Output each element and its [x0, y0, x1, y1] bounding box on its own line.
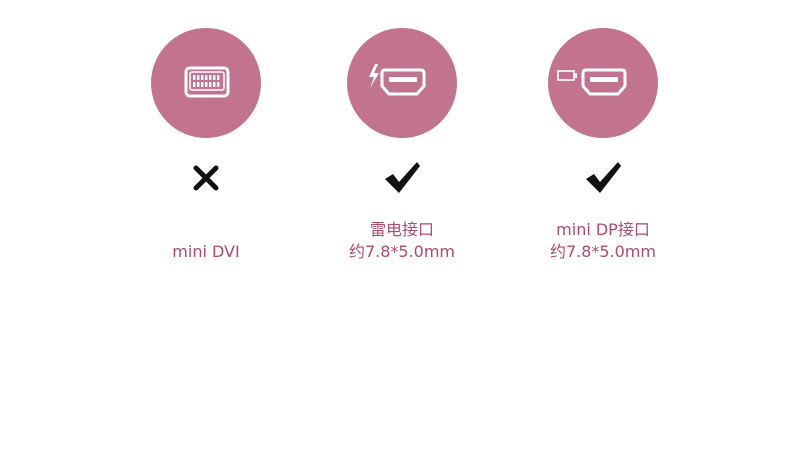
mini-displayport-port-icon [557, 68, 627, 96]
mini-dvi-port-icon [184, 66, 230, 98]
port-circle [151, 28, 261, 138]
port-option-mini-dvi: mini DVI [96, 0, 316, 460]
port-label: mini DVI [172, 242, 240, 261]
port-option-thunderbolt: 雷电接口 约7.8*5.0mm [292, 0, 512, 460]
checkmark-icon [586, 162, 621, 193]
supported-mark [382, 160, 422, 196]
thunderbolt-port-icon [369, 64, 426, 96]
supported-mark [583, 160, 623, 196]
port-size-label: 约7.8*5.0mm [348, 242, 456, 261]
lightning-bolt-icon [369, 64, 379, 88]
not-supported-mark [186, 160, 226, 196]
display-symbol-icon [557, 70, 577, 81]
port-circle [548, 28, 658, 138]
port-label: 雷电接口 [369, 220, 434, 239]
port-label: mini DP接口 [556, 220, 650, 239]
port-size-label: 约7.8*5.0mm [549, 242, 657, 261]
port-option-mini-displayport: mini DP接口 约7.8*5.0mm [493, 0, 713, 460]
port-circle [347, 28, 457, 138]
checkmark-icon [385, 162, 420, 193]
cross-icon [193, 165, 219, 191]
